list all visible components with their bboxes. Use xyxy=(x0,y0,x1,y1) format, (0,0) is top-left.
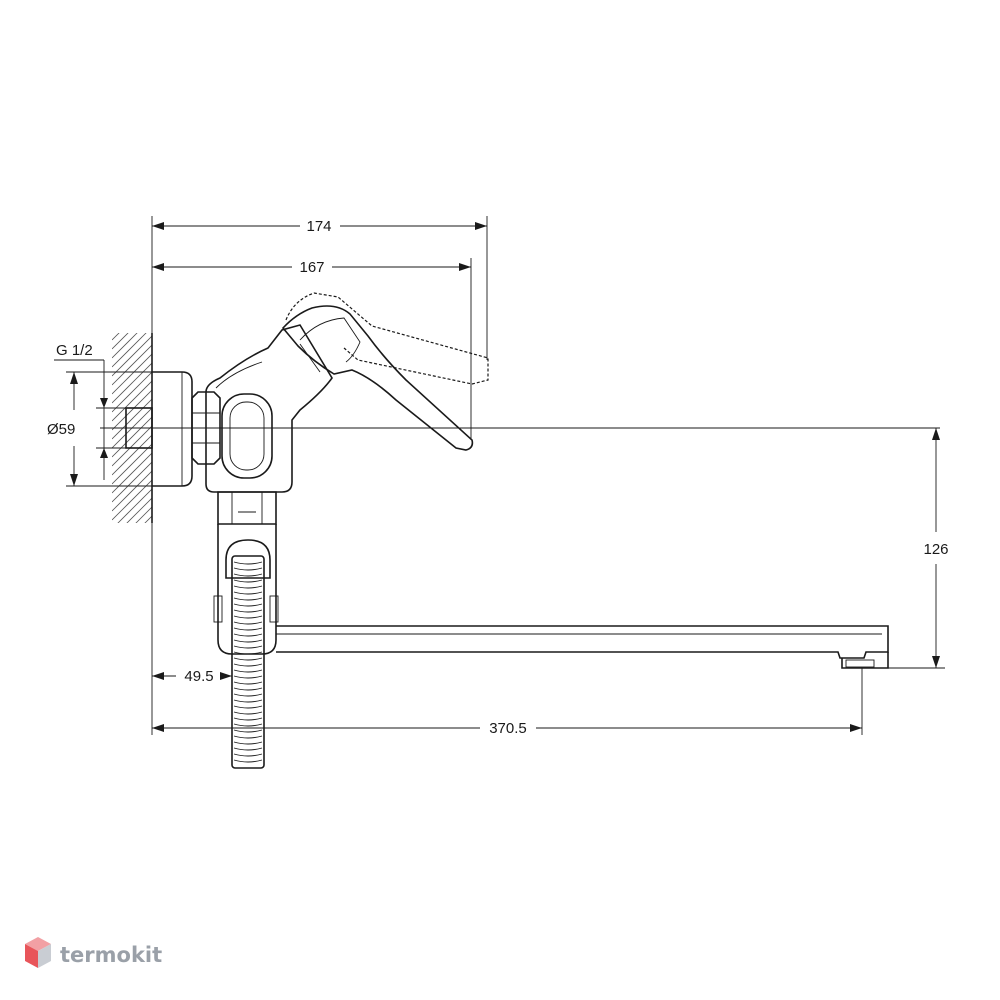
dim-label-thread: G 1/2 xyxy=(56,342,93,359)
wall-hatching xyxy=(112,333,152,523)
dimension-49-5: 49.5 xyxy=(151,523,232,735)
hexagon-cube-icon xyxy=(25,937,51,968)
dimension-167: 167 xyxy=(152,258,472,440)
lever-handle xyxy=(281,305,474,451)
dimension-diameter-59: Ø59 xyxy=(47,371,182,487)
lever-handle-alt-position xyxy=(285,292,489,385)
mixer-body xyxy=(205,324,333,493)
dim-label-126: 126 xyxy=(923,541,948,558)
dim-label-370-5: 370.5 xyxy=(489,720,527,737)
dimension-126: 126 xyxy=(870,428,949,669)
thread-label: G 1/2 xyxy=(54,342,126,480)
dimension-174: 174 xyxy=(151,216,488,360)
dim-label-167: 167 xyxy=(299,259,324,276)
shower-hose xyxy=(231,555,265,769)
dim-label-diameter: Ø59 xyxy=(47,421,75,438)
diverter-block xyxy=(213,524,279,655)
outlet-nut xyxy=(217,491,277,525)
dim-label-174: 174 xyxy=(306,218,331,235)
dim-label-49-5: 49.5 xyxy=(184,668,213,685)
brand-name: termokit xyxy=(60,943,162,967)
spout xyxy=(276,625,889,669)
dimension-370-5: 370.5 xyxy=(152,668,863,737)
brand-logo: termokit xyxy=(25,937,162,968)
